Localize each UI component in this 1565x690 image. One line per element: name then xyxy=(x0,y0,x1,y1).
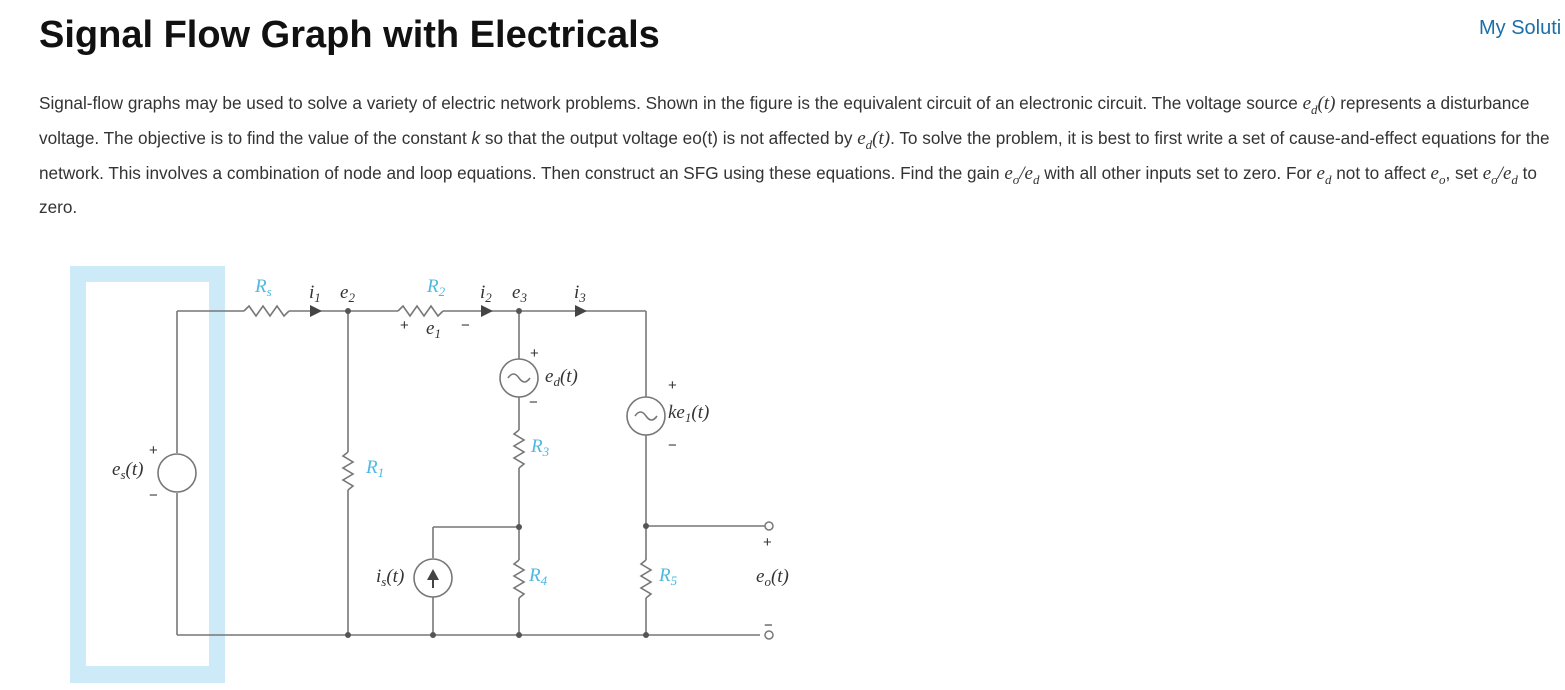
problem-statement: Signal-flow graphs may be used to solve … xyxy=(39,89,1554,221)
label-r2: R2 xyxy=(426,276,446,299)
label-e3: e3 xyxy=(512,282,527,305)
svg-text:−: − xyxy=(149,487,158,504)
junction-is-top xyxy=(516,524,522,530)
svg-text:+: + xyxy=(149,442,158,459)
junction-r5-top xyxy=(643,523,649,529)
label-ed: ed(t) xyxy=(545,366,578,389)
voltage-source-es xyxy=(157,453,197,493)
label-r5: R5 xyxy=(658,565,678,588)
label-eo: eo(t) xyxy=(756,566,789,589)
problem-text-5: with all other inputs set to zero. For xyxy=(1039,162,1317,183)
junction-bottom-is xyxy=(430,632,436,638)
arrow-is xyxy=(427,569,439,580)
output-terminal-bottom xyxy=(764,630,774,640)
svg-text:−: − xyxy=(764,617,773,634)
math-ed: ed xyxy=(1316,162,1332,187)
svg-text:+: + xyxy=(400,317,409,334)
output-terminal-top xyxy=(764,521,774,531)
label-e1: e1 xyxy=(426,318,441,341)
junction-bottom-r4 xyxy=(516,632,522,638)
label-r4: R4 xyxy=(528,565,548,588)
svg-text:−: − xyxy=(668,437,677,454)
problem-text-1: Signal-flow graphs may be used to solve … xyxy=(39,93,1303,113)
svg-text:−: − xyxy=(461,317,470,334)
math-ed-t: ed(t) xyxy=(1302,93,1336,117)
resistor-rs xyxy=(243,304,290,318)
math-eo-over-ed-2: eo/ed xyxy=(1482,162,1518,187)
math-eo: eo xyxy=(1430,162,1446,187)
svg-text:+: + xyxy=(668,377,677,394)
label-i2: i2 xyxy=(480,282,492,305)
resistor-r1 xyxy=(341,451,355,491)
resistor-r2 xyxy=(397,304,444,318)
label-is: is(t) xyxy=(376,566,404,589)
arrow-i1 xyxy=(310,305,322,317)
svg-text:+: + xyxy=(763,534,772,551)
source-highlight-frame xyxy=(70,266,225,683)
constant-k: k xyxy=(471,127,481,148)
label-r1: R1 xyxy=(365,457,384,480)
label-es: es(t) xyxy=(112,459,143,482)
arrow-i2 xyxy=(481,305,493,317)
svg-text:−: − xyxy=(529,394,538,411)
label-r3: R3 xyxy=(530,436,550,459)
junction-e2 xyxy=(345,308,351,314)
resistor-r4 xyxy=(512,559,526,599)
page-title: Signal Flow Graph with Electricals xyxy=(39,14,660,56)
label-i3: i3 xyxy=(574,282,586,305)
resistor-r5 xyxy=(639,559,653,599)
label-e2: e2 xyxy=(340,282,355,305)
problem-text-8: to zero. xyxy=(39,162,1537,218)
label-ke1: ke1(t) xyxy=(668,402,709,425)
problem-text-2: represents a disturbance voltage. The ob… xyxy=(39,93,1530,148)
math-eo-over-ed: eo/ed xyxy=(1004,162,1040,187)
problem-text-6: not to affect xyxy=(1331,162,1431,183)
math-ed-t-2: ed(t) xyxy=(857,127,891,152)
problem-text-7: , set xyxy=(1445,162,1483,183)
my-solutions-link[interactable]: My Soluti xyxy=(1479,17,1562,39)
label-rs: Rs xyxy=(254,276,272,299)
arrow-i3 xyxy=(575,305,587,317)
junction-e3 xyxy=(516,308,522,314)
svg-text:+: + xyxy=(530,345,539,362)
resistor-r3 xyxy=(512,429,526,469)
label-i1: i1 xyxy=(309,282,321,305)
problem-text-3: so that the output voltage eo(t) is not … xyxy=(480,127,858,148)
junction-bottom-r1 xyxy=(345,632,351,638)
circuit-diagram: + − es(t) Rs i1 e2 R2 i2 e3 i3 + e1 − + … xyxy=(70,266,789,683)
junction-bottom-r5 xyxy=(643,632,649,638)
problem-text-4: . To solve the problem, it is best to fi… xyxy=(39,127,1550,183)
